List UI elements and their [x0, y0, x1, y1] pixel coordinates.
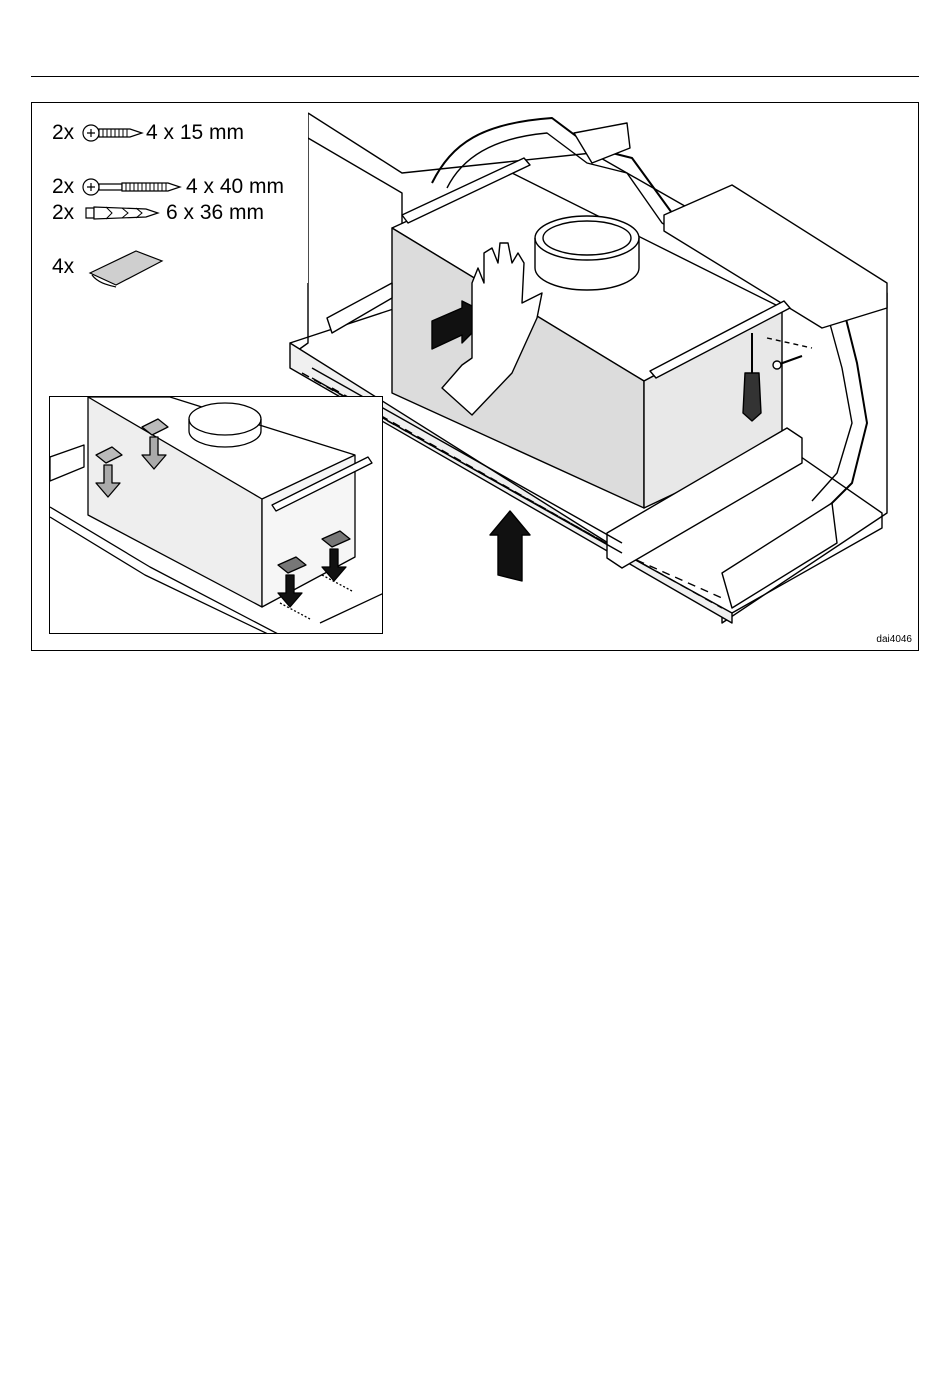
long-screw-icon	[82, 176, 182, 198]
part-size: 4 x 40 mm	[186, 175, 284, 199]
part-size: 6 x 36 mm	[166, 201, 264, 225]
adhesive-pad-icon	[88, 249, 164, 289]
part-qty: 2x	[52, 175, 74, 199]
figure-id: dai4046	[876, 634, 912, 646]
inset-detail	[49, 396, 383, 634]
inset-illustration	[50, 397, 383, 634]
short-screw-icon	[82, 122, 144, 144]
parts-list: 2x 4 x 15 mm 2x 4 x 40 mm 2x 6 x 36 mm 4…	[32, 103, 312, 293]
part-qty: 4x	[52, 255, 74, 279]
header-rule	[31, 76, 919, 77]
part-qty: 2x	[52, 121, 74, 145]
part-qty: 2x	[52, 201, 74, 225]
part-size: 4 x 15 mm	[146, 121, 244, 145]
wall-plug-icon	[82, 202, 162, 224]
installation-figure: 2x 4 x 15 mm 2x 4 x 40 mm 2x 6 x 36 mm 4…	[31, 102, 919, 651]
